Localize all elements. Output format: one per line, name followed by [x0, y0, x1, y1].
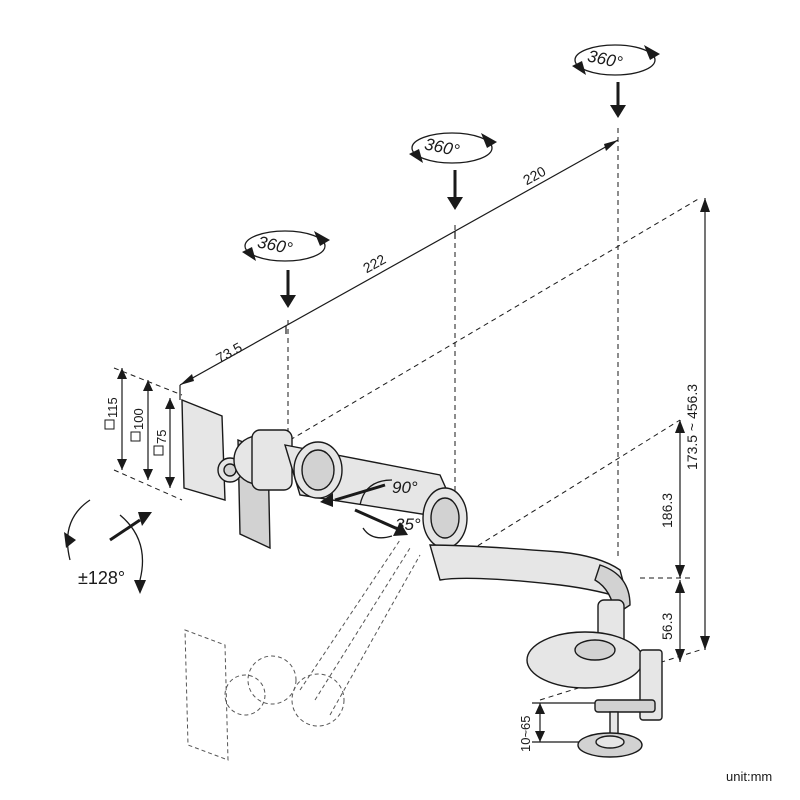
joint-axis-lines [287, 128, 619, 560]
pole-height-dimension [675, 580, 685, 662]
arm2-length-label: 220 [520, 163, 548, 188]
height-guide-lines [289, 197, 701, 701]
rotation-icon-joint2 [409, 132, 497, 210]
rotation-label-joint1: 360° [256, 232, 295, 258]
tilt-rotation-icon [64, 499, 152, 594]
vesa-115-label: 115 [105, 397, 120, 418]
clamp-range-label: 10~65 [518, 715, 533, 752]
pole-height-label: 56.3 [659, 613, 675, 640]
arm-travel-label: 186.3 [659, 493, 675, 528]
vesa-offset-label: 73.5 [213, 339, 245, 366]
arm1-length-label: 222 [360, 251, 388, 276]
arm-travel-dimension [675, 420, 685, 578]
lowered-arm-ghost [184, 539, 421, 761]
arm-length-dimension-line [179, 139, 619, 400]
rotation-icon-joint1 [242, 230, 330, 308]
mount-base [526, 599, 663, 743]
rotation-icon-joint3 [572, 44, 660, 118]
swivel-up-label: 90° [392, 478, 418, 497]
upper-arm [283, 441, 468, 549]
vesa-dimensions [113, 367, 183, 501]
vesa-square-icon-115 [104, 419, 115, 430]
unit-label: unit:mm [726, 769, 772, 784]
vesa-75-label: 75 [154, 430, 169, 444]
height-range-dimension [700, 198, 710, 650]
vesa-100-label: 100 [131, 408, 146, 430]
swivel-arrows [320, 479, 408, 539]
rotation-label-joint3: 360° [586, 46, 625, 72]
clamp-knob [577, 732, 643, 758]
lower-arm [429, 544, 631, 617]
height-range-label: 173.5 ~ 456.3 [684, 384, 700, 470]
vesa-square-icon-75 [153, 445, 164, 456]
vesa-plate [181, 398, 293, 550]
rotation-label-joint2: 360° [423, 134, 462, 160]
vesa-square-icon-100 [130, 431, 141, 442]
tilt-label: ±128° [78, 568, 125, 588]
swivel-down-label: 35° [395, 515, 421, 534]
